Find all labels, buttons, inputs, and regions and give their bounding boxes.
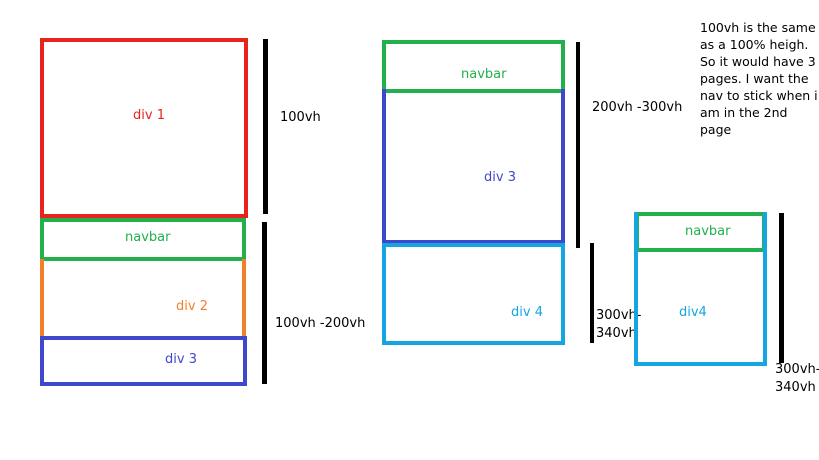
left-range1-label: 100vh bbox=[280, 110, 321, 125]
middle-range2-label-line1: 300vh- bbox=[596, 308, 642, 323]
div2-box bbox=[40, 259, 246, 339]
middle-navbar-label: navbar bbox=[461, 67, 507, 82]
div1-box bbox=[40, 38, 248, 218]
div2-label: div 2 bbox=[176, 299, 208, 314]
middle-range2-label-line2: 340vh bbox=[596, 326, 637, 341]
right-range-label-line2: 340vh bbox=[775, 380, 816, 395]
right-range-bracket bbox=[779, 213, 784, 363]
middle-div4-label: div 4 bbox=[511, 305, 543, 320]
div1-label: div 1 bbox=[133, 108, 165, 123]
left-range2-label: 100vh -200vh bbox=[275, 316, 366, 331]
left-range1-bracket bbox=[263, 39, 268, 214]
middle-div4-box bbox=[382, 243, 565, 345]
left-div3-label: div 3 bbox=[165, 352, 197, 367]
right-range-label-line1: 300vh- bbox=[775, 362, 819, 377]
right-navbar-label: navbar bbox=[685, 224, 731, 239]
right-div4-box bbox=[634, 212, 767, 366]
left-div3-box bbox=[40, 336, 247, 386]
left-navbar-box bbox=[40, 218, 246, 261]
middle-range1-bracket bbox=[576, 42, 580, 248]
middle-range2-bracket bbox=[590, 243, 594, 343]
middle-div3-label: div 3 bbox=[484, 170, 516, 185]
explanation-note: 100vh is the same as a 100% heigh. So it… bbox=[700, 20, 818, 137]
right-div4-label: div4 bbox=[679, 305, 707, 320]
middle-navbar-box bbox=[382, 40, 565, 93]
left-range2-bracket bbox=[262, 222, 267, 384]
middle-div3-box bbox=[382, 89, 565, 244]
middle-range1-label: 200vh -300vh bbox=[592, 100, 683, 115]
left-navbar-label: navbar bbox=[125, 230, 171, 245]
